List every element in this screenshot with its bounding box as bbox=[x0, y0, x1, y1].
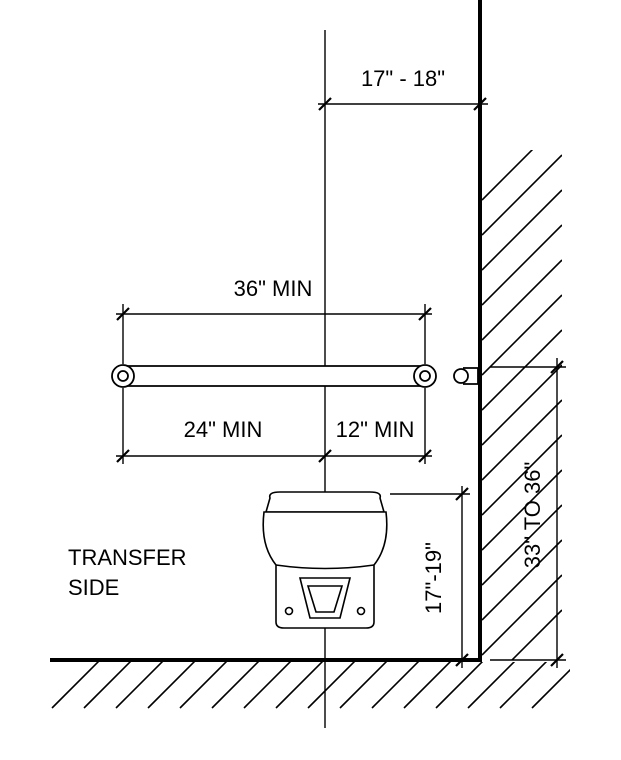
wall-hatching bbox=[482, 150, 562, 660]
bar-length-label: 36" MIN bbox=[234, 276, 313, 301]
grab-bar bbox=[111, 364, 437, 388]
bar-left-label: 24" MIN bbox=[184, 417, 263, 442]
toilet-bowl bbox=[262, 511, 388, 629]
rear-grab-bar-end bbox=[453, 367, 479, 385]
seat-height-label: 17"-19" bbox=[421, 542, 446, 614]
toilet-trapway bbox=[298, 577, 352, 619]
bar-right-label: 12" MIN bbox=[336, 417, 415, 442]
toilet-seat-lid bbox=[264, 491, 386, 513]
transfer-side-label-line1: TRANSFER bbox=[68, 545, 187, 570]
seat-to-wall-label: 17" - 18" bbox=[361, 66, 445, 91]
floor-hatching bbox=[51, 662, 570, 709]
bar-split-dimension bbox=[116, 388, 432, 464]
bar-height-label: 33" TO 36" bbox=[520, 462, 545, 569]
bar-length-dimension bbox=[116, 304, 432, 364]
bar-height-dimension bbox=[490, 358, 566, 668]
toilet bbox=[262, 491, 388, 629]
seat-to-wall-dimension bbox=[318, 97, 488, 111]
seat-height-dimension bbox=[390, 486, 470, 668]
transfer-side-label-line2: SIDE bbox=[68, 575, 119, 600]
